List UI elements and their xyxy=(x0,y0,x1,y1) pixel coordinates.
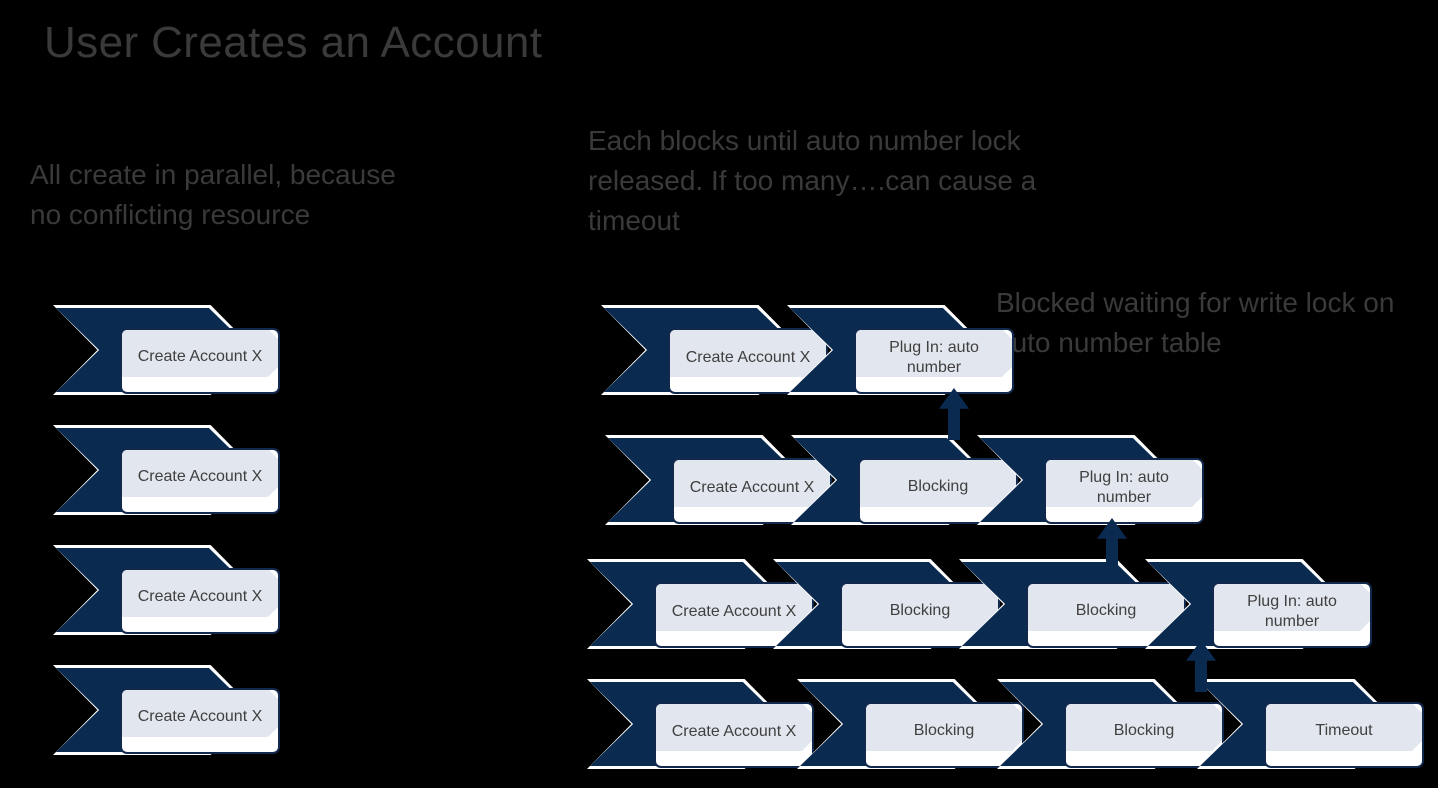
step-label: Plug In: auto number xyxy=(1247,593,1337,630)
step-label: Blocking xyxy=(907,477,969,495)
step-card[interactable]: Create Account X xyxy=(120,448,280,514)
card-band-icon xyxy=(122,450,278,497)
step-label: Blocking xyxy=(913,721,975,739)
card-band-icon xyxy=(656,584,812,631)
step-label: Create Account X xyxy=(137,467,263,485)
step-card[interactable]: Blocking xyxy=(864,702,1024,768)
note-middle-blocking: Each blocks until auto number lock relea… xyxy=(588,125,1037,237)
arrow-row3-to-row2-icon xyxy=(1097,518,1127,570)
step-card[interactable]: Plug In: auto number xyxy=(1044,458,1204,524)
card-band-icon xyxy=(122,690,278,737)
arrow-up-glyph xyxy=(1186,640,1216,692)
note-left-parallel: All create in parallel, because no confl… xyxy=(30,159,396,231)
step-card[interactable]: Blocking xyxy=(1064,702,1224,768)
step-label: Create Account X xyxy=(137,587,263,605)
card-band-icon xyxy=(866,704,1022,751)
step-card[interactable]: Create Account X xyxy=(654,702,814,768)
arrow-up-glyph xyxy=(939,388,969,440)
card-band-icon xyxy=(122,570,278,617)
step-label: Plug In: auto number xyxy=(889,339,979,376)
card-band-icon xyxy=(656,704,812,751)
arrow-row2-to-row1-icon xyxy=(939,388,969,440)
arrow-row4-to-row3-icon xyxy=(1186,640,1216,692)
step-card[interactable]: Create Account X xyxy=(120,688,280,754)
card-band-icon xyxy=(122,330,278,377)
arrow-up-glyph xyxy=(1097,518,1127,570)
card-band-icon xyxy=(1066,704,1222,751)
page-title: User Creates an Account xyxy=(44,18,543,67)
step-card[interactable]: Blocking xyxy=(858,458,1018,524)
step-card[interactable]: Create Account X xyxy=(120,328,280,394)
note-right-write-lock: Blocked waiting for write lock on auto n… xyxy=(996,287,1395,359)
card-band-icon xyxy=(1214,584,1370,631)
step-label: Create Account X xyxy=(671,723,797,741)
step-label: Create Account X xyxy=(685,349,811,367)
step-label: Blocking xyxy=(1075,601,1137,619)
card-band-icon xyxy=(1028,584,1184,631)
step-label: Timeout xyxy=(1315,721,1373,739)
card-band-icon xyxy=(856,330,1012,377)
step-label: Create Account X xyxy=(137,347,263,365)
step-card[interactable]: Timeout xyxy=(1264,702,1424,768)
step-label: Create Account X xyxy=(137,707,263,725)
step-card[interactable]: Create Account X xyxy=(120,568,280,634)
step-label: Create Account X xyxy=(689,479,815,497)
card-band-icon xyxy=(670,330,826,377)
step-label: Plug In: auto number xyxy=(1079,469,1169,506)
step-card[interactable]: Plug In: auto number xyxy=(1212,582,1372,648)
card-band-icon xyxy=(674,460,830,507)
step-label: Blocking xyxy=(1113,721,1175,739)
card-band-icon xyxy=(1046,460,1202,507)
step-card[interactable]: Plug In: auto number xyxy=(854,328,1014,394)
step-label: Create Account X xyxy=(671,603,797,621)
card-band-icon xyxy=(842,584,998,631)
card-band-icon xyxy=(1266,704,1422,751)
step-label: Blocking xyxy=(889,601,951,619)
card-band-icon xyxy=(860,460,1016,507)
